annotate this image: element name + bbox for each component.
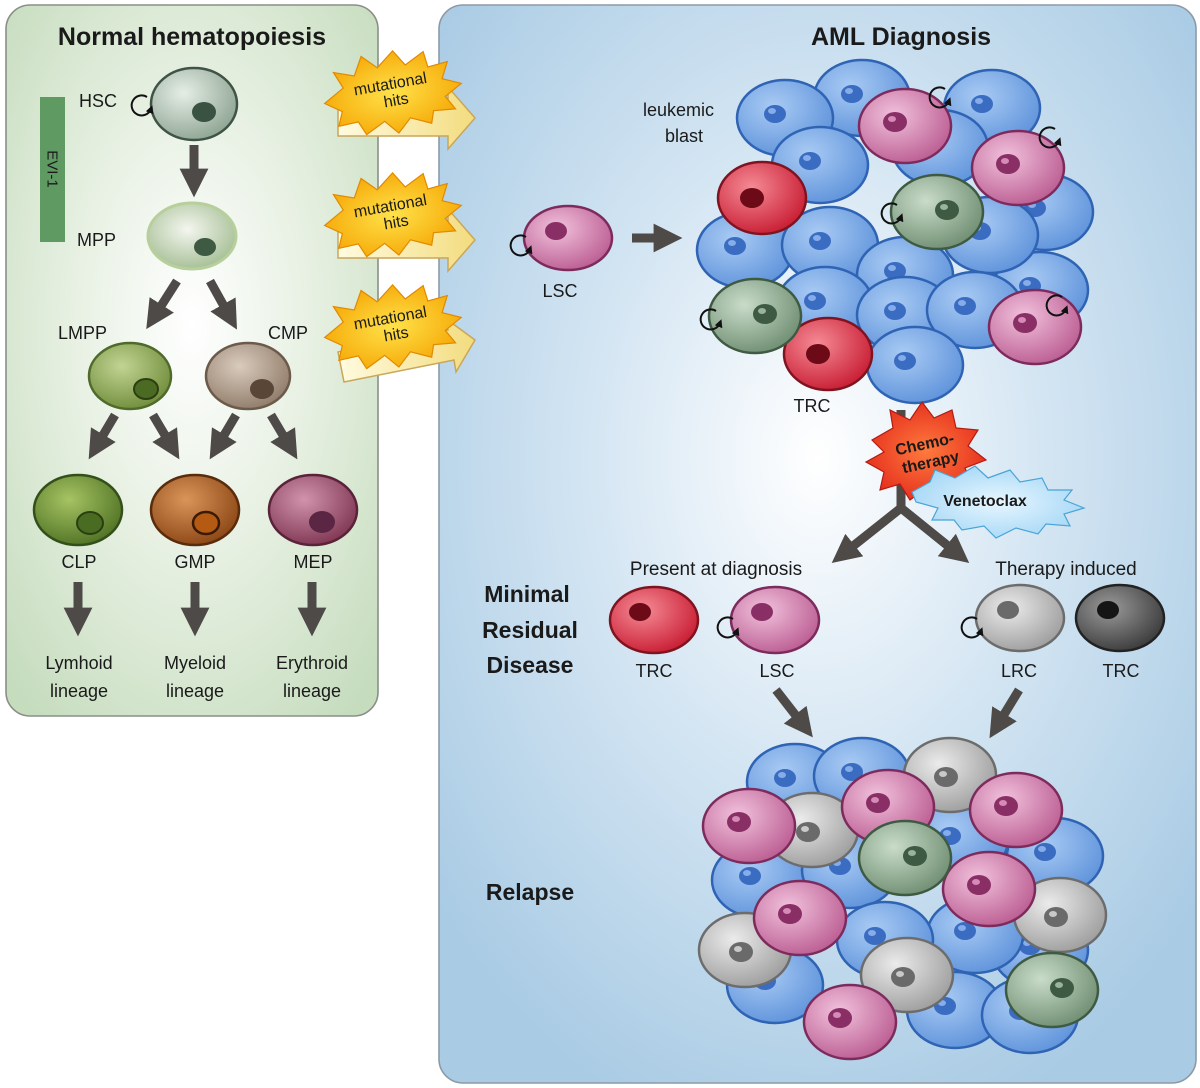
therapy-induced-label: Therapy induced (995, 559, 1137, 580)
mrd-line3: Disease (487, 652, 574, 678)
trc-cell (716, 160, 808, 236)
lsc-cell (968, 771, 1064, 849)
mrd-trc-dark-label: TRC (1103, 661, 1140, 681)
venetoclax-burst: Venetoclax (911, 465, 1086, 539)
mutational-hits-group: mutational hits mutational hits mutation… (323, 50, 476, 383)
clp-cell (32, 473, 124, 547)
mpp-cell (146, 201, 238, 271)
mrd-lrc-label: LRC (1001, 661, 1037, 681)
hsc-cell (132, 66, 239, 142)
leukemic-blast-label-line2: blast (665, 126, 703, 146)
mutational-hit-1: mutational hits (323, 50, 476, 152)
stem-cell (889, 173, 985, 251)
hit1-line2: hits (383, 90, 410, 111)
lymphoid-lineage-line2: lineage (50, 681, 108, 701)
stem-cell (1004, 951, 1100, 1029)
chemotherapy-burst: Chemo- therapy (864, 400, 988, 501)
normal-hematopoiesis-panel: Normal hematopoiesis EVI-1 HSC MPP LMPP … (5, 4, 379, 717)
present-at-diagnosis-label: Present at diagnosis (630, 559, 802, 580)
lsc-cell (987, 288, 1083, 366)
relapse-label: Relapse (486, 879, 574, 905)
erythroid-lineage-line2: lineage (283, 681, 341, 701)
lsc-cell (752, 879, 848, 957)
lsc-cell (701, 787, 797, 865)
arrow-cmp-mep (267, 412, 298, 460)
venetoclax-label: Venetoclax (943, 493, 1027, 510)
clp-label: CLP (61, 552, 96, 572)
blast-cell (865, 325, 965, 405)
mep-cell (267, 473, 359, 547)
right-panel-title: AML Diagnosis (811, 23, 991, 51)
erythroid-lineage-line1: Erythroid (276, 653, 348, 673)
trc-label-top: TRC (794, 396, 831, 416)
gmp-cell (149, 473, 241, 547)
mrd-lrc-cell (962, 583, 1066, 653)
mutational-hit-2: mutational hits (323, 172, 476, 274)
mutational-hit-3: mutational hits (323, 284, 476, 383)
hit3-line2: hits (383, 324, 410, 345)
arrow-cmp-gmp (209, 412, 240, 460)
hit2-line2: hits (383, 212, 410, 233)
hsc-label: HSC (79, 91, 117, 111)
leukemic-blast-label-line1: leukemic (643, 100, 714, 120)
myeloid-lineage-line2: lineage (166, 681, 224, 701)
lsc-cell (857, 87, 953, 165)
mrd-lsc-cell (718, 585, 821, 655)
mpp-label: MPP (77, 230, 116, 250)
cmp-label: CMP (268, 323, 308, 343)
lsc-cell (941, 850, 1037, 928)
evi-bar (40, 97, 65, 242)
arrow-mrd-right-to-relapse (989, 687, 1023, 739)
myeloid-lineage-line1: Myeloid (164, 653, 226, 673)
left-panel-title: Normal hematopoiesis (58, 23, 326, 51)
lymphoid-lineage-line1: Lymhoid (45, 653, 112, 673)
stem-cell (707, 277, 803, 355)
mrd-trc-red-cell (608, 585, 700, 655)
arrow-lmpp-gmp (149, 412, 180, 460)
mrd-trc-dark-cell (1074, 583, 1166, 653)
arrow-mrd-left-to-relapse (772, 687, 813, 738)
mrd-line1: Minimal (484, 581, 570, 607)
mrd-lsc-label: LSC (759, 661, 794, 681)
lineage-arrows (63, 145, 327, 637)
mep-label: MEP (293, 552, 332, 572)
lsc-cell-diagnosis (511, 204, 614, 272)
lsc-cell (802, 983, 898, 1061)
mrd-line2: Residual (482, 617, 578, 643)
arrow-mpp-lmpp (146, 278, 181, 330)
gmp-label: GMP (174, 552, 215, 572)
lmpp-label: LMPP (58, 323, 107, 343)
lsc-cell (970, 129, 1066, 207)
cmp-cell (204, 341, 292, 411)
arrow-lmpp-clp (88, 412, 119, 460)
arrow-mpp-cmp (206, 278, 237, 330)
mrd-trc-red-label: TRC (636, 661, 673, 681)
lsc-label-diagnosis: LSC (542, 281, 577, 301)
lmpp-cell (87, 341, 173, 411)
stem-cell (857, 819, 953, 897)
evi-label: EVI-1 (44, 150, 61, 188)
